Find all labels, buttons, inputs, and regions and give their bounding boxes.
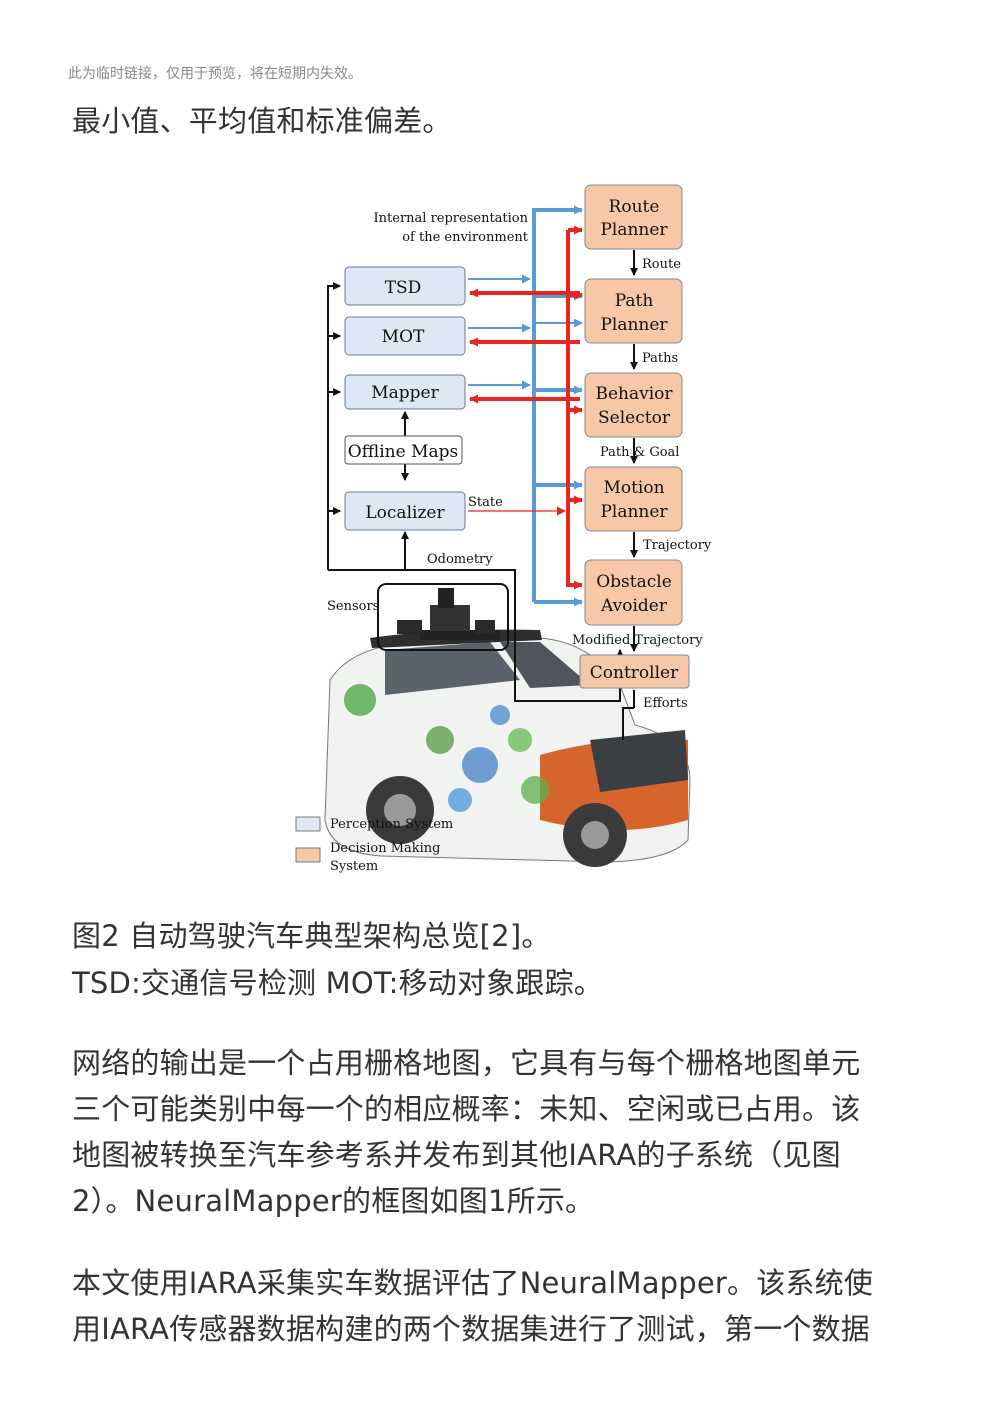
path-goal-flow-label: Path & Goal xyxy=(600,445,679,460)
motion-planner-box xyxy=(584,466,683,532)
offline-maps-box xyxy=(344,435,463,465)
legend-decision-label-1: Decision Making xyxy=(330,841,441,856)
behavior-selector-box xyxy=(584,372,683,438)
obstacle-avoider-box xyxy=(584,559,683,626)
decision-making-system: Route Planner Path Planner Behavior Sele… xyxy=(579,184,690,689)
internal-representation-label-1: Internal representation xyxy=(374,211,529,226)
mapper-box xyxy=(344,374,466,410)
paths-flow-label: Paths xyxy=(642,351,678,366)
localizer-box xyxy=(344,491,466,531)
efforts-flow-label: Efforts xyxy=(643,696,688,711)
internal-representation-label-2: of the environment xyxy=(402,230,529,245)
behavior-selector-label-1: Behavior xyxy=(595,384,673,404)
route-flow-label: Route xyxy=(642,257,681,272)
paragraph-2-line-1: 本文使用IARA采集实车数据评估了NeuralMapper。该系统使 xyxy=(72,1266,874,1300)
sensor-highlight-box xyxy=(377,583,509,651)
controller-label: Controller xyxy=(590,663,679,683)
legend: Perception System Decision Making System xyxy=(295,816,453,874)
route-planner-label-2: Planner xyxy=(600,220,668,240)
tsd-box xyxy=(344,266,466,306)
odometry-label: Odometry xyxy=(427,552,493,567)
mot-box xyxy=(344,316,466,356)
legend-decision-label-2: System xyxy=(330,859,378,874)
legend-decision-swatch xyxy=(295,847,321,863)
intro-text-line: 最小值、平均值和标准偏差。 xyxy=(72,104,452,138)
sensors-label: Sensors xyxy=(327,599,379,614)
car-illustration xyxy=(324,588,691,867)
modified-trajectory-flow-label: Modified Trajectory xyxy=(572,633,703,648)
obstacle-avoider-label-1: Obstacle xyxy=(596,572,672,592)
trajectory-flow-label: Trajectory xyxy=(643,538,712,553)
figure-caption: 图2 自动驾驶汽车典型架构总览[2]。 xyxy=(72,919,551,953)
paragraph-1-line-1: 网络的输出是一个占用栅格地图，它具有与每个栅格地图单元 xyxy=(72,1046,861,1080)
mot-label: MOT xyxy=(382,327,425,347)
perception-system: TSD MOT Mapper Offline Maps Localizer xyxy=(344,266,466,531)
paragraph-1-line-2: 三个可能类别中每一个的相应概率：未知、空闲或已占用。该 xyxy=(72,1092,861,1126)
motion-planner-label-2: Planner xyxy=(600,502,668,522)
legend-perception-swatch xyxy=(295,816,321,832)
legend-perception-label: Perception System xyxy=(330,817,453,832)
localizer-label: Localizer xyxy=(365,503,445,523)
paragraph-1-line-4: 2）。NeuralMapper的框图如图1所示。 xyxy=(72,1184,595,1218)
tsd-label: TSD xyxy=(385,278,422,298)
obstacle-avoider-label-2: Avoider xyxy=(600,596,668,616)
paragraph-1-line-3: 地图被转换至汽车参考系并发布到其他IARA的子系统（见图 xyxy=(72,1138,841,1172)
behavior-selector-label-2: Selector xyxy=(598,408,671,428)
path-planner-box xyxy=(584,278,683,344)
offline-maps-label: Offline Maps xyxy=(348,442,458,462)
state-label: State xyxy=(468,495,503,510)
path-planner-label-1: Path xyxy=(615,291,654,311)
figure-caption-abbreviations: TSD:交通信号检测 MOT:移动对象跟踪。 xyxy=(72,966,603,1000)
controller-box xyxy=(579,654,690,689)
paragraph-2-line-2: 用IARA传感器数据构建的两个数据集进行了测试，第一个数据 xyxy=(72,1312,871,1346)
path-planner-label-2: Planner xyxy=(600,315,668,335)
motion-planner-label-1: Motion xyxy=(603,478,664,498)
temporary-link-notice: 此为临时链接，仅用于预览，将在短期内失效。 xyxy=(68,66,362,82)
mapper-label: Mapper xyxy=(371,383,439,403)
route-planner-box xyxy=(584,184,683,250)
route-planner-label-1: Route xyxy=(609,197,660,217)
architecture-diagram: TSD MOT Mapper Offline Maps Localizer Ro… xyxy=(295,184,712,874)
